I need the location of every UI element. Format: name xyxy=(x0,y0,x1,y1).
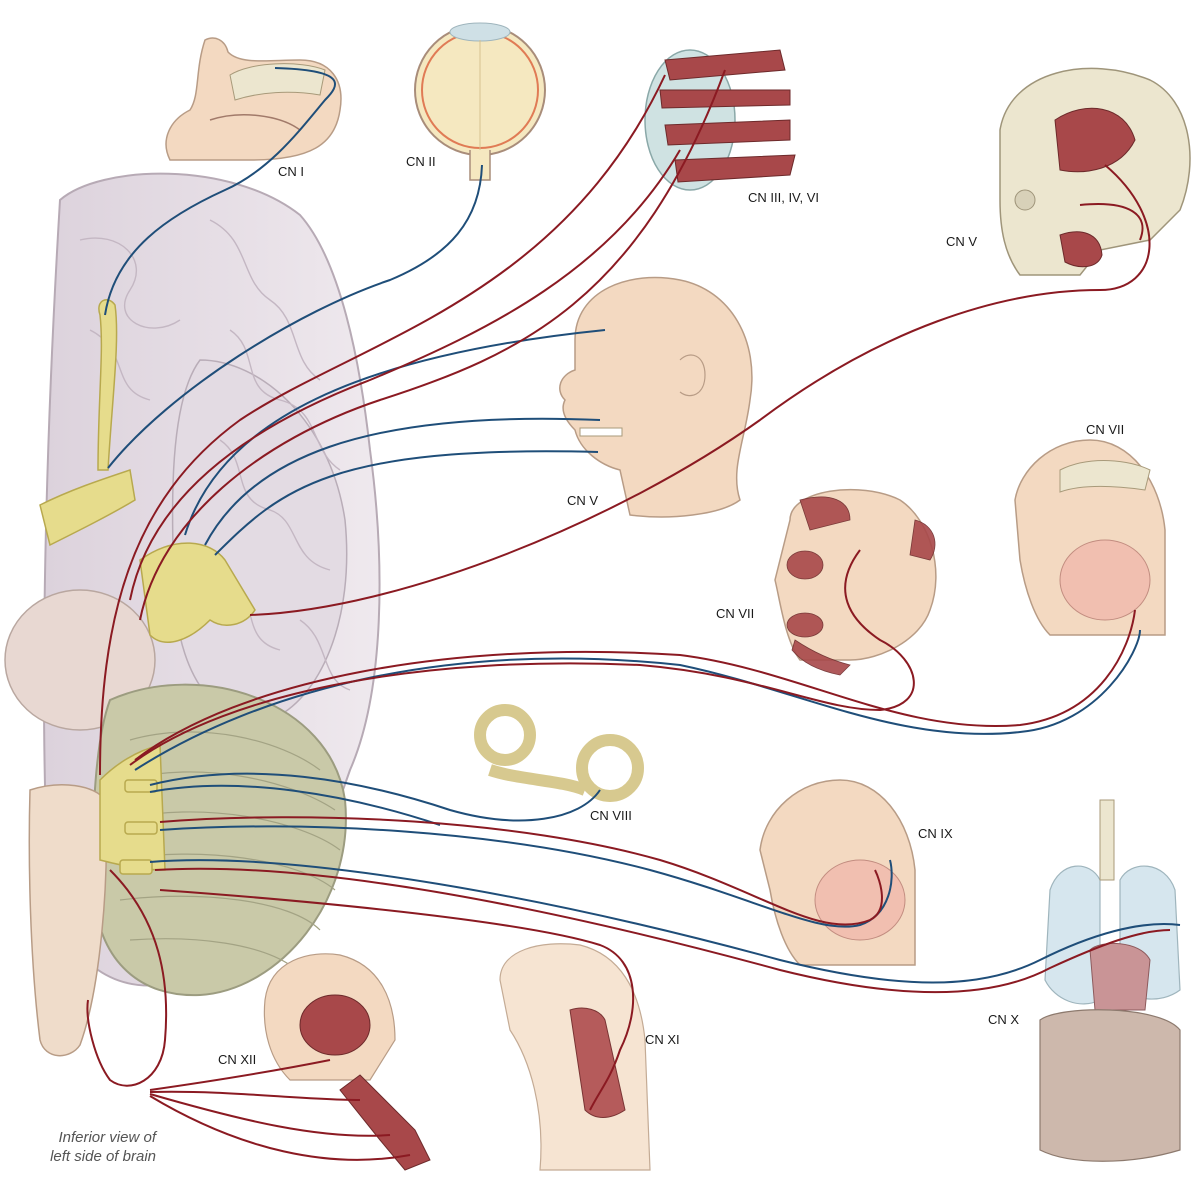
caption-line-2: left side of brain xyxy=(6,1147,156,1166)
head-profile-illustration xyxy=(560,278,752,517)
root-cn8 xyxy=(125,780,157,792)
nasal-cavity-illustration xyxy=(166,38,341,160)
caption-line-1: Inferior view of xyxy=(6,1128,156,1147)
root-cn10 xyxy=(120,860,152,874)
tongue-illustration xyxy=(264,954,430,1170)
label-cn8: CN VIII xyxy=(590,808,632,823)
nasal-sinus-illustration-cn7 xyxy=(1015,440,1165,635)
root-cn9 xyxy=(125,822,157,834)
label-cn9: CN IX xyxy=(918,826,953,841)
skull-illustration xyxy=(1000,68,1190,275)
inner-ear-illustration xyxy=(480,710,638,796)
label-cn5-skull: CN V xyxy=(946,234,977,249)
figure-caption: Inferior view of left side of brain xyxy=(6,1128,156,1166)
cn12-branch-2 xyxy=(150,1092,360,1100)
medulla xyxy=(29,785,106,1056)
facial-muscles-illustration xyxy=(775,490,936,675)
thoracic-abdominal-organs-illustration xyxy=(1040,800,1180,1161)
label-cn11: CN XI xyxy=(645,1032,680,1047)
label-cn7-sinus: CN VII xyxy=(1086,422,1124,437)
label-cn5-head: CN V xyxy=(567,493,598,508)
label-cn3-4-6: CN III, IV, VI xyxy=(748,190,819,205)
label-cn2: CN II xyxy=(406,154,436,169)
label-cn12: CN XII xyxy=(218,1052,256,1067)
label-cn10: CN X xyxy=(988,1012,1019,1027)
label-cn7-face: CN VII xyxy=(716,606,754,621)
neck-muscles-illustration xyxy=(500,944,650,1170)
label-cn1: CN I xyxy=(278,164,304,179)
